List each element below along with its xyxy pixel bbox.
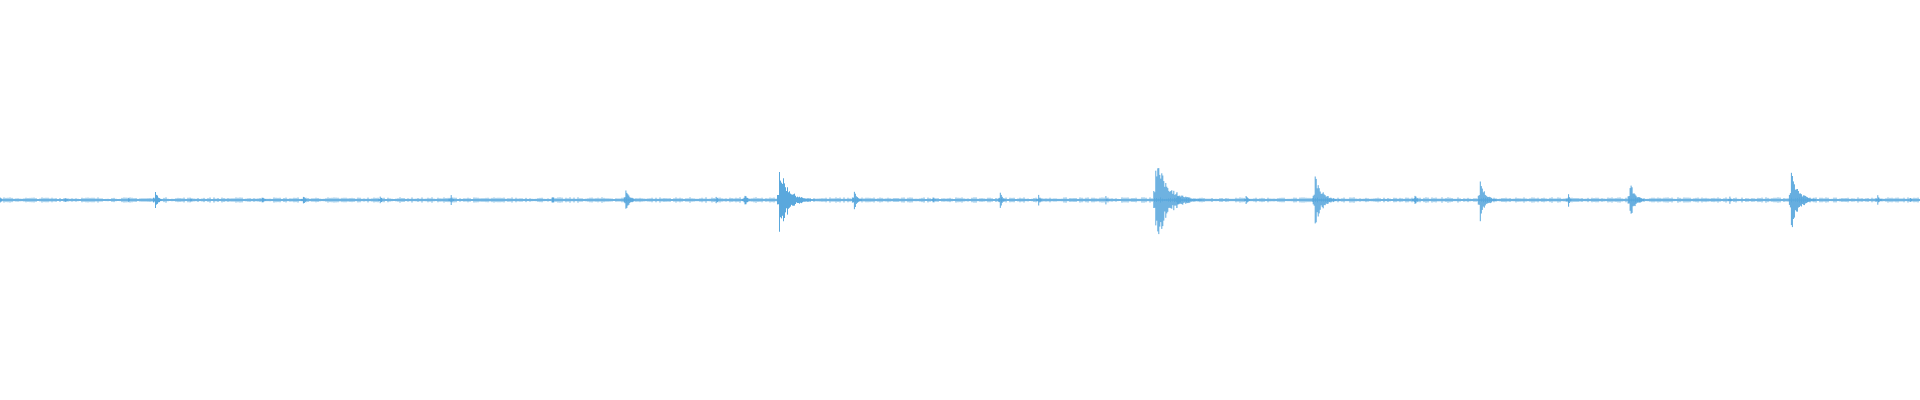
- waveform-peak: [1412, 195, 1419, 204]
- waveform-peak: [1312, 176, 1341, 224]
- waveform-peak: [931, 197, 937, 203]
- waveform-peak: [1727, 196, 1733, 204]
- waveform-peak: [1627, 185, 1645, 214]
- waveform-peak: [1174, 192, 1182, 208]
- waveform-peak: [189, 198, 193, 202]
- waveform-peak: [552, 197, 555, 203]
- waveform-peak: [260, 197, 266, 203]
- waveform-peak: [1907, 198, 1913, 202]
- waveform-peak: [742, 195, 750, 205]
- waveform-peak: [1875, 195, 1883, 205]
- waveform-peak: [1788, 172, 1818, 228]
- waveform-peak: [623, 190, 636, 209]
- waveform-peak: [1103, 196, 1110, 205]
- waveform-peak: [63, 198, 68, 202]
- waveform-peaks: [0, 168, 1920, 235]
- waveform-peak: [377, 196, 383, 204]
- waveform-peak: [851, 191, 862, 210]
- waveform-peak: [0, 197, 3, 203]
- waveform-peak: [1243, 196, 1251, 204]
- waveform-peak: [128, 198, 131, 202]
- waveform-peak: [713, 196, 719, 204]
- waveform-peak: [300, 196, 307, 204]
- waveform-peak: [448, 195, 455, 205]
- waveform-peak: [1036, 194, 1043, 206]
- waveform-peak: [1566, 194, 1573, 207]
- waveform-peak: [777, 172, 815, 232]
- waveform-peak: [1477, 181, 1497, 222]
- waveform-peak: [153, 192, 162, 208]
- waveform-peak: [997, 192, 1006, 208]
- waveform-peak: [1153, 168, 1205, 235]
